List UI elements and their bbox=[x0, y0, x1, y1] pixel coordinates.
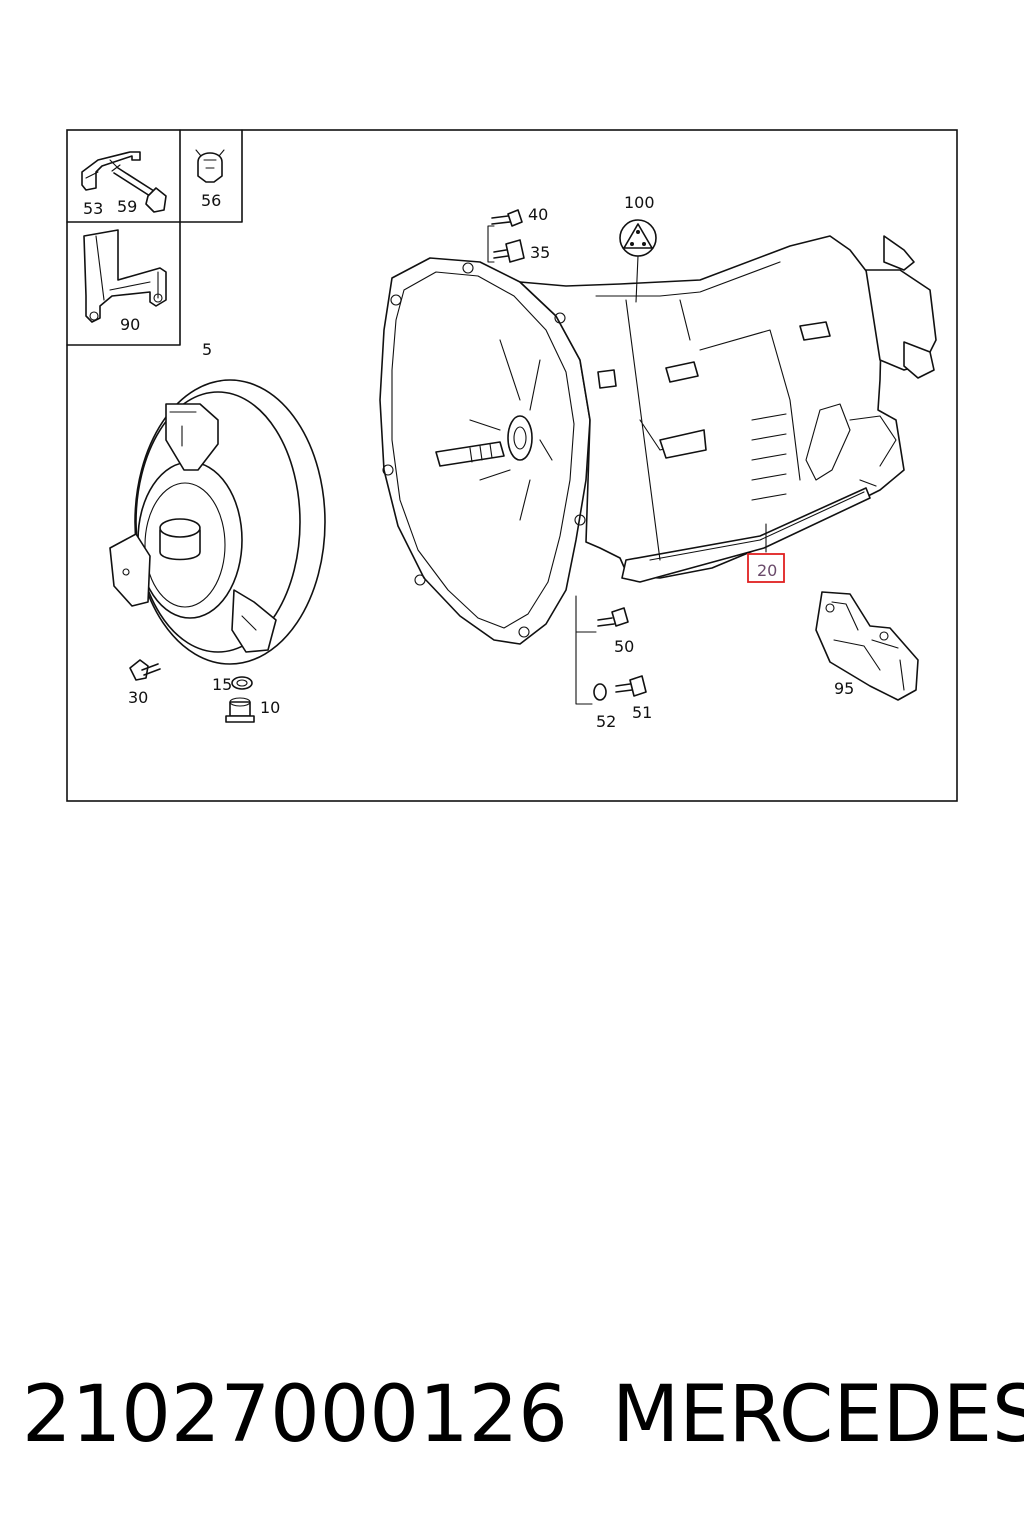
washer-52-drawing bbox=[593, 683, 607, 701]
bolt-50-drawing bbox=[597, 607, 629, 627]
torque-converter-5-drawing bbox=[109, 379, 326, 665]
brand-caption: MERCEDES bbox=[612, 1370, 1024, 1460]
bracket-90-drawing bbox=[83, 229, 167, 323]
inset-box-lines bbox=[66, 129, 243, 346]
callout-35: 35 bbox=[530, 243, 550, 262]
bracket-53-drawing bbox=[81, 151, 141, 191]
callout-53: 53 bbox=[83, 199, 103, 218]
callout-5: 5 bbox=[202, 340, 212, 359]
diagram-frame bbox=[66, 129, 958, 802]
bolt-51-drawing bbox=[615, 675, 647, 697]
clip-56-drawing bbox=[195, 149, 225, 183]
washer-15-drawing bbox=[231, 676, 253, 690]
callout-51: 51 bbox=[632, 703, 652, 722]
callout-10: 10 bbox=[260, 698, 280, 717]
leader-100 bbox=[635, 255, 639, 303]
callout-30: 30 bbox=[128, 688, 148, 707]
bolt-35-drawing bbox=[493, 239, 525, 263]
part-number-caption: 21027000126 bbox=[22, 1370, 568, 1460]
callout-20: 20 bbox=[757, 561, 777, 580]
callout-100: 100 bbox=[624, 193, 655, 212]
transmission-housing-drawing bbox=[379, 235, 937, 645]
callout-95: 95 bbox=[834, 679, 854, 698]
bolt-40-35-leader bbox=[487, 225, 495, 263]
mount-bracket-95-drawing bbox=[815, 591, 919, 701]
bolt-59-drawing bbox=[111, 164, 167, 213]
callout-40: 40 bbox=[528, 205, 548, 224]
callout-56: 56 bbox=[201, 191, 221, 210]
callout-90: 90 bbox=[120, 315, 140, 334]
callout-52: 52 bbox=[596, 712, 616, 731]
bolt-40-drawing bbox=[491, 209, 523, 227]
bolt-50-51-52-leader bbox=[575, 595, 597, 705]
callout-59: 59 bbox=[117, 197, 137, 216]
symbol-100-triangle bbox=[619, 219, 657, 257]
callout-15: 15 bbox=[212, 675, 232, 694]
callout-20-highlight bbox=[747, 553, 785, 583]
plug-10-drawing bbox=[225, 697, 255, 723]
callout-50: 50 bbox=[614, 637, 634, 656]
bolt-30-drawing bbox=[129, 659, 161, 681]
